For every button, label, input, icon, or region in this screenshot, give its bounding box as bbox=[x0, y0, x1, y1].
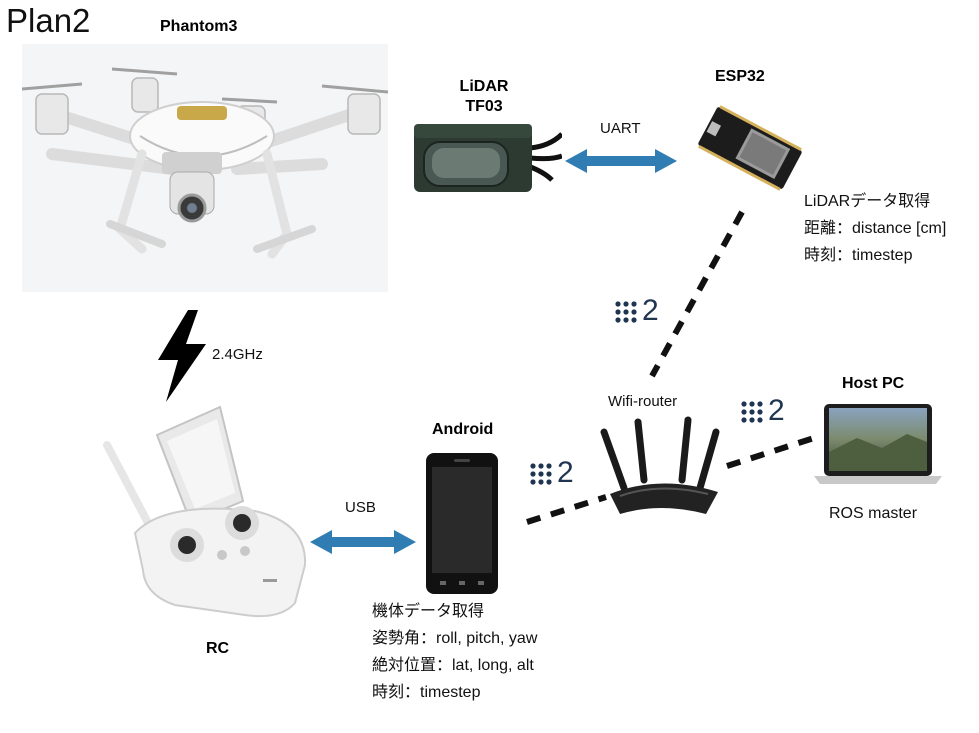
lidar-image bbox=[414, 124, 562, 192]
hostpc-label: Host PC bbox=[842, 375, 905, 392]
laptop-image bbox=[814, 404, 942, 484]
wifi-badge-hostpc: 2 bbox=[738, 394, 785, 428]
android-note-3: 絶対位置：lat, long, alt bbox=[372, 657, 534, 674]
esp32-router-link bbox=[649, 210, 745, 378]
android-notes: 機体データ取得 姿勢角：roll, pitch, yaw 絶対位置：lat, l… bbox=[372, 598, 537, 706]
usb-label: USB bbox=[345, 499, 376, 516]
radio-label: 2.4GHz bbox=[212, 346, 263, 363]
wifi-number: 2 bbox=[768, 394, 785, 427]
page-title: Plan2 bbox=[6, 2, 91, 39]
android-note-4: 時刻：timestep bbox=[372, 684, 481, 701]
lidar-label-line2: TF03 bbox=[465, 98, 503, 115]
esp32-image bbox=[698, 105, 802, 191]
esp32-notes: LiDARデータ取得 距離：distance [cm] 時刻：timestep bbox=[804, 188, 946, 269]
wifi-number: 2 bbox=[642, 294, 659, 327]
router-image bbox=[600, 416, 720, 514]
drone-image bbox=[22, 44, 388, 292]
router-label: Wifi-router bbox=[608, 393, 678, 410]
wifi-badge-android: 2 bbox=[527, 456, 574, 490]
phantom-label: Phantom3 bbox=[160, 18, 238, 35]
wifi-badge-esp32: 2 bbox=[612, 294, 659, 328]
lidar-label-line1: LiDAR bbox=[459, 78, 509, 95]
uart-label: UART bbox=[600, 120, 641, 137]
android-note-1: 機体データ取得 bbox=[372, 603, 485, 620]
android-router-link bbox=[526, 494, 607, 525]
rc-label: RC bbox=[206, 640, 230, 657]
wifi-icon bbox=[530, 463, 552, 485]
android-label: Android bbox=[432, 421, 494, 438]
usb-arrow bbox=[310, 530, 416, 554]
wifi-number: 2 bbox=[557, 456, 574, 489]
lightning-icon bbox=[158, 310, 206, 402]
android-note-2: 姿勢角：roll, pitch, yaw bbox=[372, 630, 538, 647]
esp32-note-3: 時刻：timestep bbox=[804, 247, 913, 264]
esp32-label: ESP32 bbox=[715, 68, 765, 85]
router-hostpc-link bbox=[726, 435, 815, 469]
uart-arrow bbox=[565, 149, 677, 173]
rc-image bbox=[103, 405, 307, 618]
wifi-icon bbox=[615, 301, 637, 323]
hostpc-sub: ROS master bbox=[829, 505, 918, 522]
android-image bbox=[426, 453, 498, 594]
esp32-note-1: LiDARデータ取得 bbox=[804, 193, 931, 210]
lidar-label: LiDAR TF03 bbox=[444, 77, 524, 117]
esp32-note-2: 距離：distance [cm] bbox=[804, 220, 947, 237]
wifi-icon bbox=[741, 401, 763, 423]
